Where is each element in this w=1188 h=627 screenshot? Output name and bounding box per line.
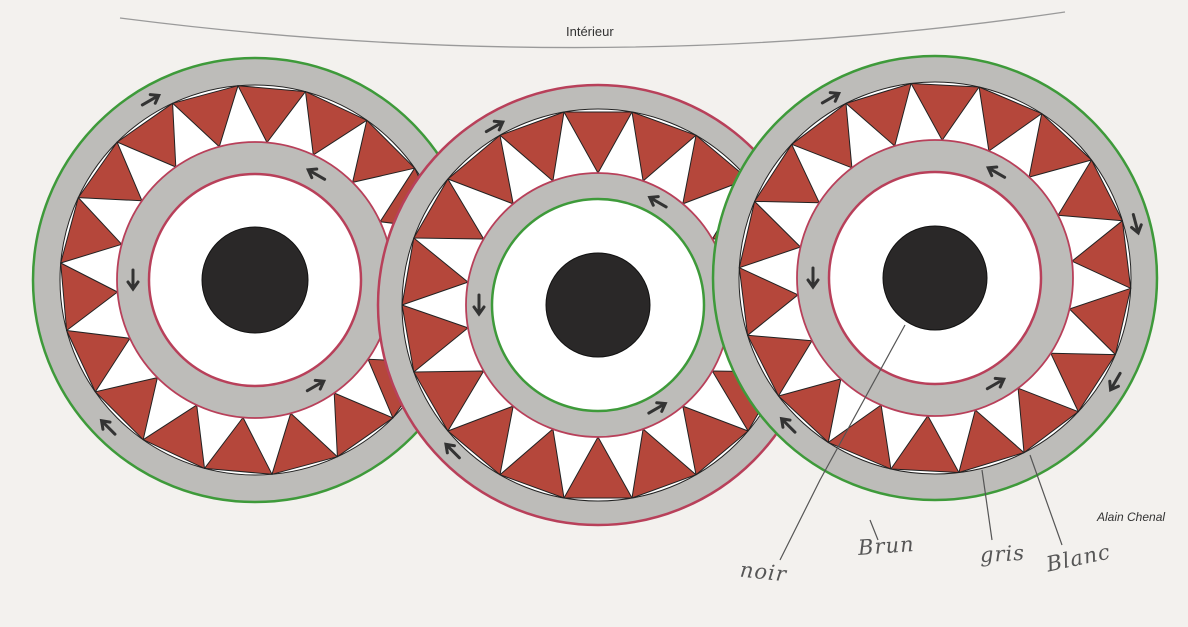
black-core — [546, 253, 650, 357]
black-core — [202, 227, 308, 333]
black-core — [883, 226, 987, 330]
page-title: Intérieur — [566, 24, 614, 39]
legend-label-noir: noir — [739, 558, 788, 587]
author-signature: Alain Chenal — [1097, 510, 1165, 524]
medallion-right — [713, 56, 1157, 500]
legend-label-gris: gris — [979, 541, 1025, 567]
legend-label-brun: Brun — [857, 532, 915, 560]
